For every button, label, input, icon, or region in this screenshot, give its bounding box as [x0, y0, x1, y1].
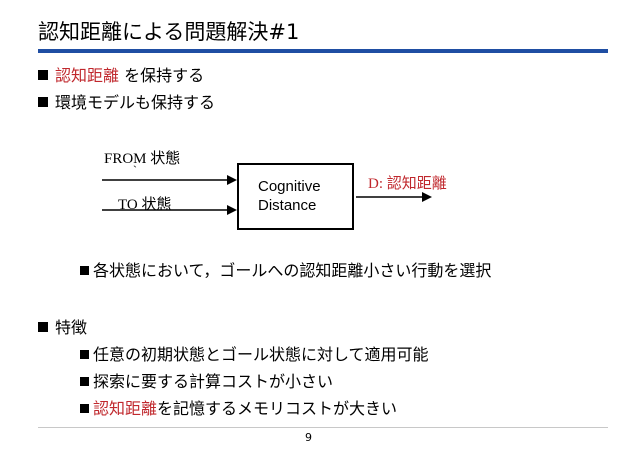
bullet-text: 任意の初期状態とゴール状態に対して適用可能 — [93, 345, 429, 364]
square-bullet-icon — [80, 350, 89, 359]
from-state-label: FROM 状態 — [104, 151, 181, 167]
to-arrowhead-icon — [227, 205, 237, 215]
slide-title: 認知距離による問題解決#1 — [38, 20, 300, 44]
box-line-1: Cognitive — [258, 178, 321, 195]
bullet-highlight: 認知距離 — [55, 66, 120, 85]
square-bullet-icon — [80, 404, 89, 413]
sub-bullet-select-action: 各状態において，ゴールへの認知距離小さい行動を選択 — [80, 261, 491, 281]
tick-mark: ` — [133, 163, 137, 177]
bullet-text: 各状態において，ゴールへの認知距離小さい行動を選択 — [93, 261, 492, 280]
sub-bullet-feature-2: 探索に要する計算コストが小さい — [80, 372, 333, 392]
output-label: D: 認知距離 — [368, 176, 447, 192]
sub-bullet-feature-1: 任意の初期状態とゴール状態に対して適用可能 — [80, 345, 429, 365]
title-underline — [38, 49, 608, 53]
square-bullet-icon — [80, 266, 89, 275]
sub-bullet-feature-3: 認知距離を記憶するメモリコストが大きい — [80, 399, 397, 419]
square-bullet-icon — [38, 322, 48, 332]
page-number: 9 — [305, 431, 312, 444]
bullet-text: を記憶するメモリコストが大きい — [157, 399, 398, 418]
bullet-text: 環境モデルも保持する — [55, 93, 216, 112]
square-bullet-icon — [38, 97, 48, 107]
bullet-text: を保持する — [119, 66, 205, 85]
bullet-cognitive-distance: 認知距離 を保持する — [38, 66, 204, 86]
from-arrowhead-icon — [227, 175, 237, 185]
square-bullet-icon — [80, 377, 89, 386]
cognitive-distance-box: Cognitive Distance — [237, 163, 354, 230]
bullet-features: 特徴 — [38, 318, 87, 338]
box-line-2: Distance — [258, 197, 317, 214]
square-bullet-icon — [38, 70, 48, 80]
bullet-highlight: 認知距離 — [93, 399, 158, 418]
to-state-label: TO 状態 — [118, 197, 172, 213]
output-arrowhead-icon — [422, 192, 432, 202]
bullet-environment-model: 環境モデルも保持する — [38, 93, 215, 113]
bullet-text: 探索に要する計算コストが小さい — [93, 372, 334, 391]
footer-divider — [38, 427, 608, 428]
bullet-text: 特徴 — [55, 318, 88, 337]
